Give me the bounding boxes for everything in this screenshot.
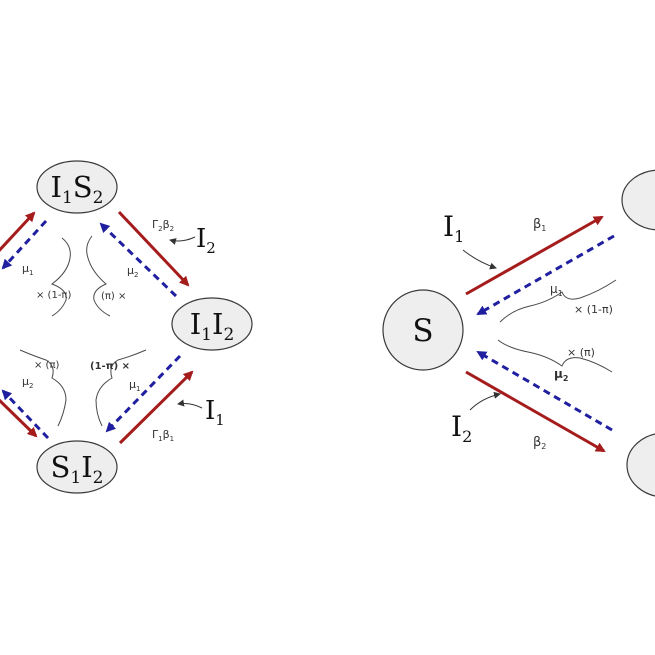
rate-mu1-left-top: μ1 (22, 262, 33, 277)
blue-arrow-left-top (1, 219, 48, 270)
red-arrow-s1i2-to-i1i2 (118, 370, 194, 445)
red-arrow-s-to-bottom (465, 370, 606, 453)
multiplier-left-top-left: × (1-π) (36, 290, 71, 301)
pointer-right-i1 (462, 249, 497, 270)
multiplier-left-bottom-right: (1-π) × (90, 361, 130, 372)
rate-mu2-right: μ2 (554, 367, 568, 383)
node-s1i2 (36, 440, 118, 494)
node-right-top-partial (621, 169, 655, 231)
brace-left-top-right (86, 235, 111, 317)
red-arrow-left-bottom (0, 398, 38, 438)
rate-beta2-right: β2 (533, 435, 546, 451)
rate-gamma1-beta1: Γ1β1 (152, 428, 174, 443)
brace-left-bottom-right (95, 349, 147, 427)
blue-arrow-i1i2-to-s1i2 (105, 354, 182, 433)
node-s-label: S (412, 313, 433, 349)
brace-left-bottom-left (19, 349, 67, 427)
blue-arrow-top-to-s (476, 234, 615, 316)
node-i1i2-label: I1I2 (190, 307, 235, 345)
node-s (382, 289, 464, 371)
node-i1s2-label: I1S2 (51, 170, 104, 208)
pointer-right-i2 (469, 391, 501, 411)
multiplier-left-top-right: (π) × (101, 291, 126, 302)
brace-right-lower (497, 339, 613, 373)
pointer-left-i2 (169, 236, 196, 245)
rate-mu2-left-bottom: μ2 (22, 375, 33, 390)
label-left-i1: I1 (205, 396, 225, 429)
multiplier-right-lower: × (π) (567, 346, 595, 359)
blue-arrow-i1i2-to-i1s2 (99, 222, 178, 298)
multiplier-left-bottom-left: × (π) (34, 360, 59, 371)
rate-beta1-right: β1 (533, 217, 546, 233)
node-right-bottom-partial (626, 433, 655, 497)
red-arrow-i1s2-to-i1i2 (117, 210, 190, 287)
rate-mu1-right: μ1 (550, 282, 563, 298)
red-arrow-left-top (0, 211, 36, 252)
blue-arrow-left-bottom (1, 389, 50, 440)
multiplier-right-upper: × (1-π) (574, 303, 613, 316)
node-s1i2-label: S1I2 (51, 450, 104, 488)
red-arrow-s-to-top (465, 215, 604, 296)
blue-arrow-bottom-to-s (476, 350, 613, 432)
rate-mu2-left-top: μ2 (127, 264, 138, 279)
rate-gamma2-beta2: Γ2β2 (152, 218, 174, 233)
node-i1s2 (36, 160, 118, 214)
rate-mu1-left-bottom: μ1 (129, 378, 140, 393)
label-right-i2: I2 (451, 410, 472, 446)
brace-right-upper (499, 279, 617, 323)
pointer-left-i1 (177, 399, 203, 409)
node-i1i2 (171, 297, 253, 351)
brace-left-top-left (50, 237, 71, 317)
label-left-i2: I2 (196, 224, 216, 257)
label-right-i1: I1 (443, 210, 464, 246)
